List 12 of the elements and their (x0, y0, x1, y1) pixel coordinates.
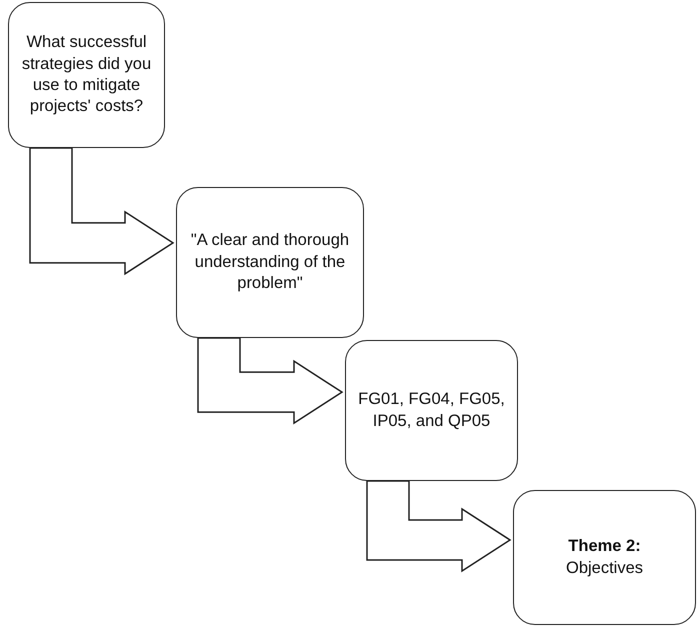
box-text: "A clear and thorough understanding of the problem" (190, 230, 350, 294)
box-text: Objectives (566, 558, 644, 578)
bent-arrow (366, 480, 512, 572)
rounded-box (345, 340, 518, 481)
bent-arrow (197, 337, 344, 425)
bent-arrow (29, 147, 174, 276)
box-text: What successful strategies did you use to mitigate projects' costs? (20, 32, 152, 118)
rounded-box (176, 187, 364, 338)
box-text: FG01, FG04, FG05, IP05, and QP05 (357, 389, 506, 432)
box-heading: Theme 2: (568, 536, 641, 558)
rounded-box (8, 2, 165, 148)
rounded-box (513, 490, 696, 625)
